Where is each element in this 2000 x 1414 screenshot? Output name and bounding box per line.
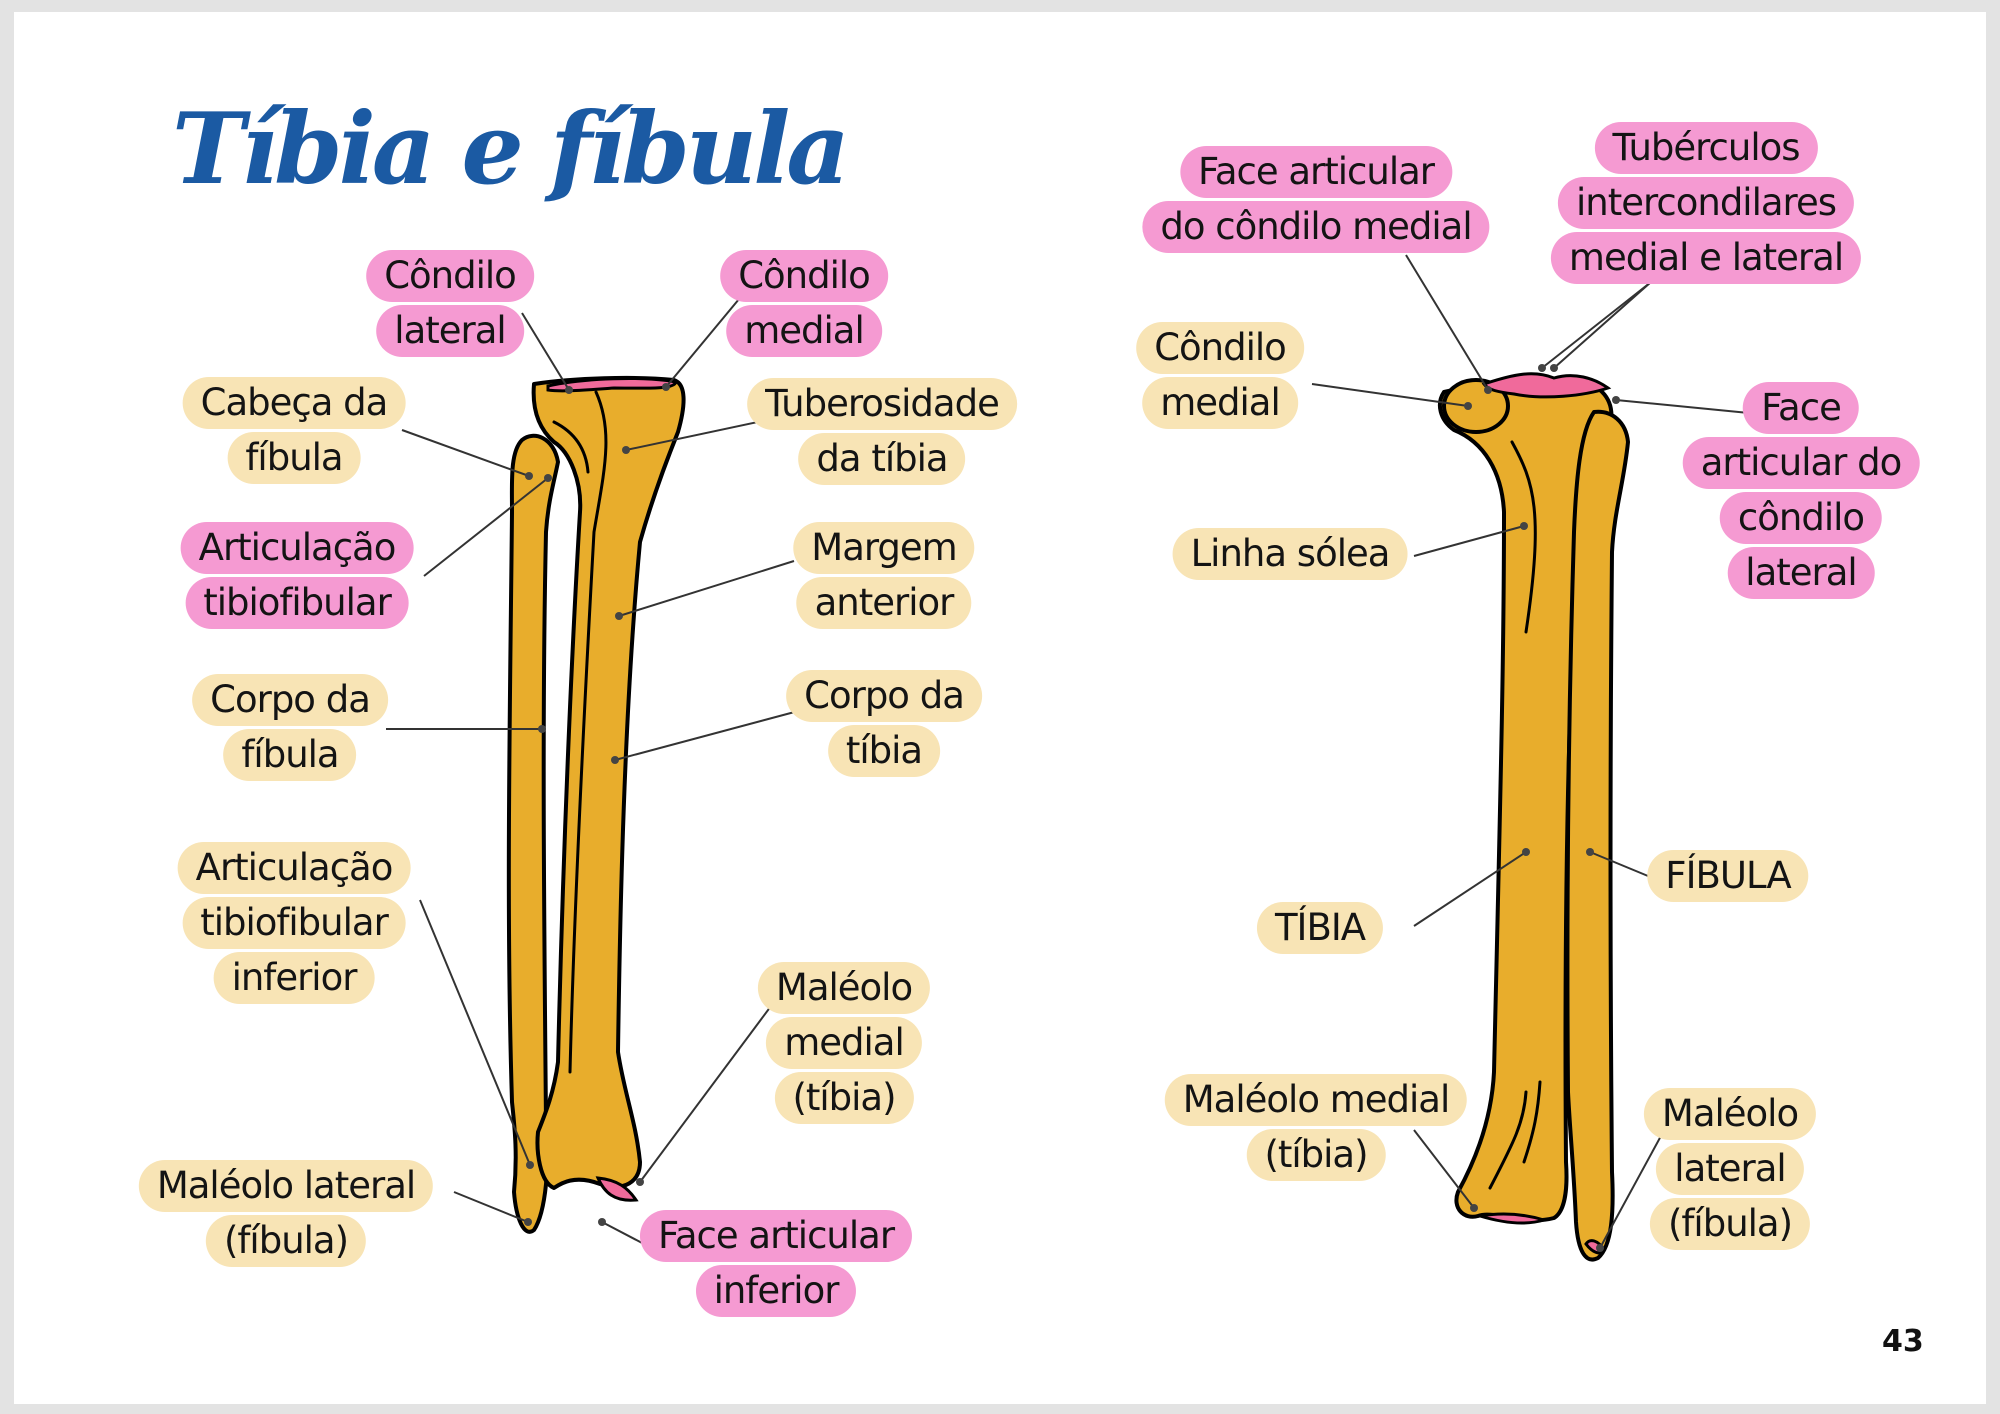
label-line: tíbia (827, 725, 941, 777)
label-line: articular do (1682, 437, 1920, 489)
label-tuberosidade-tibia: Tuberosidade da tíbia (747, 378, 1017, 485)
label-line: medial (726, 305, 882, 357)
label-line: Tuberosidade (747, 378, 1017, 430)
label-line: lateral (1727, 547, 1875, 599)
label-line: Face articular (639, 1210, 913, 1262)
label-maleolo-lateral-anterior: Maléolo lateral (fíbula) (138, 1160, 434, 1267)
fibula-anterior (506, 433, 560, 1234)
label-line: inferior (213, 952, 375, 1004)
label-condilo-medial-posterior: Côndilo medial (1136, 322, 1304, 429)
label-line: Côndilo (720, 250, 888, 302)
label-line: Cabeça da (182, 377, 406, 429)
label-line: côndilo (1719, 492, 1883, 544)
label-line: (fíbula) (205, 1215, 367, 1267)
label-line: do côndilo medial (1142, 201, 1490, 253)
label-linha-solea: Linha sólea (1172, 528, 1408, 580)
label-line: da tíbia (798, 433, 966, 485)
label-line: medial (766, 1017, 922, 1069)
label-line: Maléolo (1643, 1088, 1817, 1140)
label-line: Tubérculos (1594, 122, 1818, 174)
label-line: Maléolo medial (1164, 1074, 1468, 1126)
page-title: Tíbia e fíbula (172, 92, 850, 207)
label-face-articular-inferior: Face articular inferior (639, 1210, 913, 1317)
label-line: anterior (796, 577, 972, 629)
label-line: Corpo da (786, 670, 982, 722)
label-articulacao-tibiofibular: Articulação tibiofibular (180, 522, 414, 629)
label-line: intercondilares (1557, 177, 1854, 229)
label-line: fíbula (227, 432, 361, 484)
label-line: medial e lateral (1550, 232, 1862, 284)
label-line: fíbula (223, 729, 357, 781)
label-line: Linha sólea (1172, 528, 1408, 580)
label-condilo-medial-anterior: Côndilo medial (720, 250, 888, 357)
label-maleolo-medial-posterior: Maléolo medial (tíbia) (1164, 1074, 1468, 1181)
label-line: (tíbia) (774, 1072, 914, 1124)
label-face-articular-condilo-medial: Face articular do côndilo medial (1142, 146, 1490, 253)
page-number: 43 (1882, 1324, 1924, 1359)
label-line: tibiofibular (185, 577, 409, 629)
label-condilo-lateral: Côndilo lateral (366, 250, 534, 357)
label-tibia: TÍBIA (1256, 902, 1384, 954)
label-line: lateral (1656, 1143, 1804, 1195)
label-line: Margem (793, 522, 975, 574)
label-line: FÍBULA (1647, 850, 1809, 902)
fibula-posterior (1565, 409, 1630, 1262)
label-line: Articulação (177, 842, 411, 894)
label-fibula: FÍBULA (1647, 850, 1809, 902)
label-line: Face (1743, 382, 1859, 434)
label-maleolo-medial-anterior: Maléolo medial (tíbia) (757, 962, 931, 1124)
sheet: Tíbia e fíbula (14, 12, 1986, 1404)
label-line: Articulação (180, 522, 414, 574)
label-corpo-tibia: Corpo da tíbia (786, 670, 982, 777)
label-line: Côndilo (1136, 322, 1304, 374)
label-line: Côndilo (366, 250, 534, 302)
label-face-articular-condilo-lateral: Face articular do côndilo lateral (1682, 382, 1920, 599)
label-cabeca-fibula: Cabeça da fíbula (182, 377, 406, 484)
label-articulacao-tibiofibular-inferior: Articulação tibiofibular inferior (177, 842, 411, 1004)
label-line: inferior (695, 1265, 857, 1317)
label-line: medial (1142, 377, 1298, 429)
label-line: (tíbia) (1246, 1129, 1386, 1181)
label-line: (fíbula) (1649, 1198, 1811, 1250)
label-line: Maléolo (757, 962, 931, 1014)
label-tuberculos-intercondilares: Tubérculos intercondilares medial e late… (1550, 122, 1862, 284)
label-line: Face articular (1179, 146, 1453, 198)
label-line: Maléolo lateral (138, 1160, 434, 1212)
label-line: tibiofibular (182, 897, 406, 949)
label-maleolo-lateral-posterior: Maléolo lateral (fíbula) (1643, 1088, 1817, 1250)
tibia-anterior (531, 375, 686, 1190)
label-corpo-fibula: Corpo da fíbula (192, 674, 388, 781)
diagram-art (386, 254, 1760, 1262)
label-margem-anterior: Margem anterior (793, 522, 975, 629)
label-line: TÍBIA (1256, 902, 1384, 954)
label-line: lateral (376, 305, 524, 357)
label-line: Corpo da (192, 674, 388, 726)
